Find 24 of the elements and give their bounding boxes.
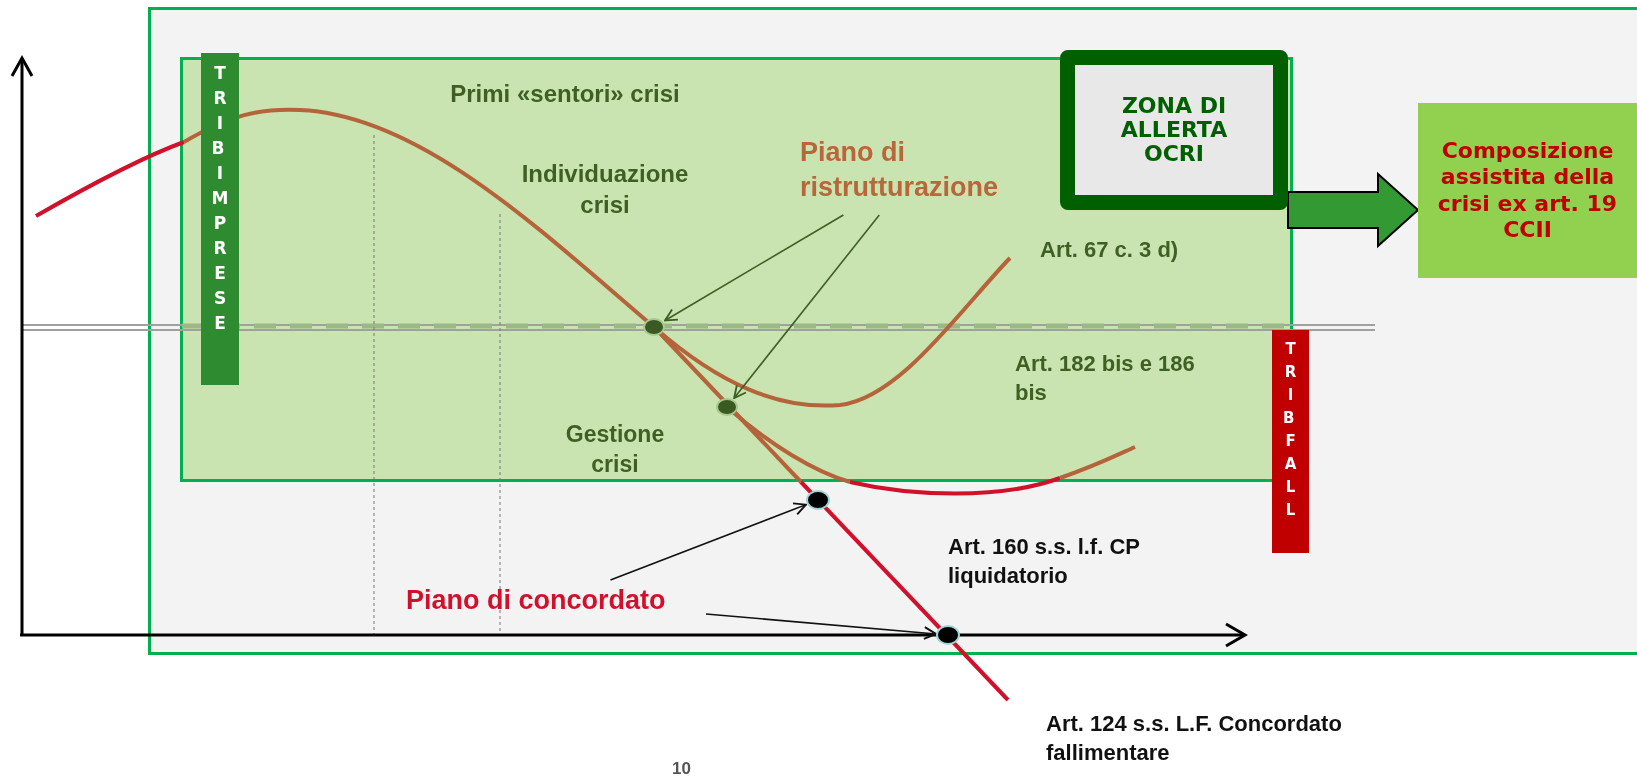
- alert-box: ZONA DI ALLERTA OCRI: [1060, 50, 1288, 210]
- annotation-text: Art. 124 s.s. L.F. Concordato fallimentare: [1046, 710, 1343, 767]
- annotation-text: Art. 160 s.s. l.f. CP liquidatorio: [948, 533, 1141, 590]
- vertical-label-bar: TRIB IMPRESE: [201, 53, 239, 385]
- chart-panel: [148, 7, 1637, 655]
- point-marker: [936, 625, 960, 645]
- callout-text: Piano di ristrutturazione: [800, 135, 1022, 215]
- block-arrow: [1287, 171, 1420, 249]
- page-number: 10: [672, 758, 692, 780]
- callout-text: Piano di concordato: [406, 580, 706, 622]
- vertical-label-bar: TRIB FALL: [1272, 330, 1309, 553]
- leader-arrow: [705, 613, 937, 640]
- point-marker: [716, 398, 738, 416]
- leader-arrow: [733, 214, 881, 399]
- annotation-text: Primi «sentori» crisi: [449, 79, 681, 109]
- point-marker: [806, 490, 830, 510]
- leader-arrow: [664, 214, 845, 322]
- annotation-text: Art. 67 c. 3 d): [1040, 236, 1180, 264]
- annotation-text: Gestione crisi: [564, 420, 666, 479]
- annotation-text: Individuazione crisi: [520, 159, 690, 221]
- result-box: Composizione assistita della crisi ex art. 19 CCII: [1418, 103, 1637, 278]
- point-marker: [643, 318, 665, 336]
- annotation-text: Art. 182 bis e 186 bis: [1015, 350, 1195, 407]
- leader-arrow: [609, 502, 807, 581]
